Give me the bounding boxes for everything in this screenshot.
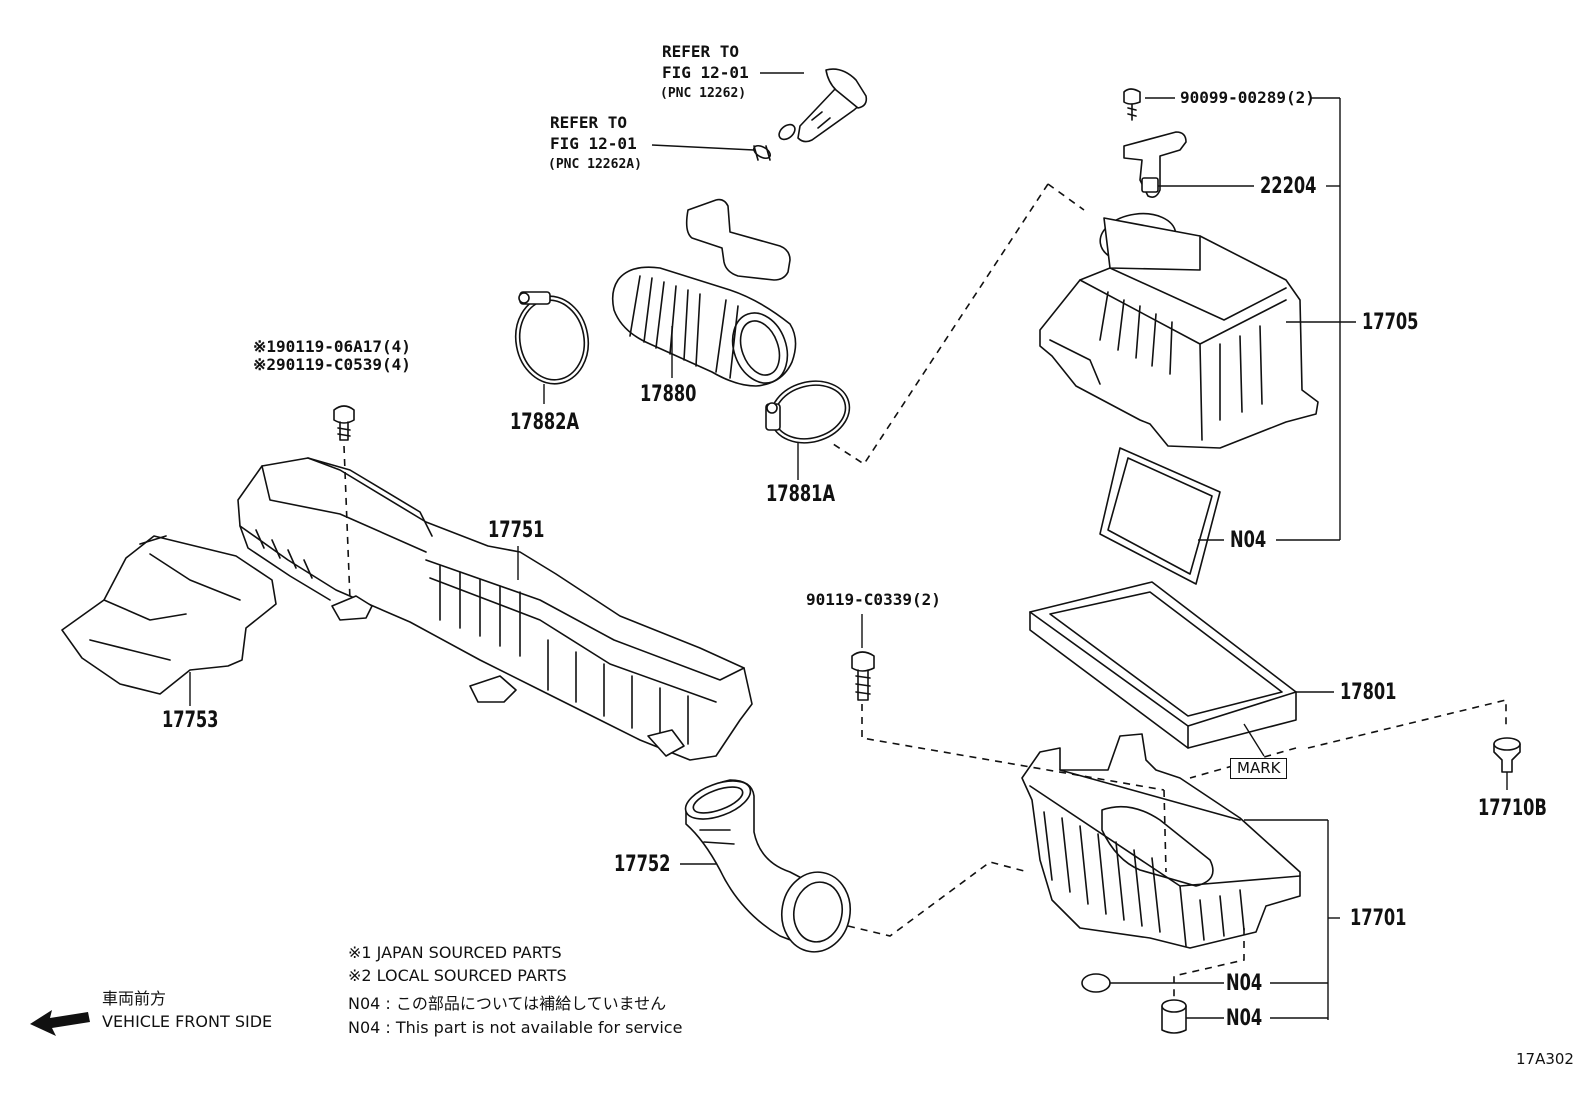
label-17881a: 17881A: [766, 482, 836, 507]
label-17801: 17801: [1340, 680, 1397, 705]
note-n04-english: N04 : This part is not available for ser…: [348, 1018, 683, 1037]
air-cleaner-cap-17705: [1039, 212, 1319, 449]
pcv-hose: [778, 68, 868, 143]
label-bolt-90099: 90099-00289(2): [1180, 88, 1315, 107]
label-pnc-2: (PNC 12262A): [548, 157, 642, 172]
label-mark: MARK: [1230, 758, 1288, 779]
leader-lines: [189, 72, 1508, 1020]
label-fig-1: FIG 12-01: [662, 63, 749, 82]
label-n04-plug: N04: [1226, 1006, 1263, 1031]
bolt-90099: [1123, 88, 1141, 121]
label-17705: 17705: [1362, 310, 1419, 335]
note-front-japanese: 車両前方: [102, 989, 167, 1008]
hose-clamp-small: [753, 144, 771, 161]
label-17701: 17701: [1350, 906, 1407, 931]
label-n04-gasket: N04: [1230, 528, 1267, 553]
label-17752: 17752: [614, 852, 671, 877]
air-hose-17752: [684, 779, 851, 953]
clamp-17882a: [514, 291, 590, 385]
clip-17710b: [1493, 737, 1521, 773]
air-cleaner-case-17701: [1021, 733, 1301, 949]
vehicle-front-arrow-icon: [30, 1010, 90, 1036]
intake-hose-17880: [611, 198, 797, 387]
note-local-sourced: ※2 LOCAL SOURCED PARTS: [348, 966, 567, 985]
note-japan-sourced: ※1 JAPAN SOURCED PARTS: [348, 943, 562, 962]
label-bolt-x2: ※290119-C0539(4): [253, 355, 411, 374]
intake-duct-17751: [237, 457, 753, 761]
bolt-90119-c0339: [851, 651, 875, 701]
label-bolt-x1: ※190119-06A17(4): [253, 337, 411, 356]
label-fig-2: FIG 12-01: [550, 134, 637, 153]
label-17710b: 17710B: [1478, 796, 1547, 821]
plug-n04: [1161, 999, 1187, 1034]
label-17751: 17751: [488, 518, 545, 543]
label-17880: 17880: [640, 382, 697, 407]
note-front-english: VEHICLE FRONT SIDE: [102, 1012, 273, 1031]
grommet-n04: [1081, 973, 1111, 993]
airflow-meter-22204: [1123, 131, 1187, 198]
bolt-90119-06a17: [333, 405, 355, 441]
clamp-17881a: [765, 380, 851, 444]
label-17882a: 17882A: [510, 410, 580, 435]
label-n04-grommet: N04: [1226, 971, 1263, 996]
air-filter-17801: [1029, 581, 1297, 749]
note-n04-japanese: N04 : この部品については補給していません: [348, 994, 667, 1013]
diagram-code: 17A302: [1516, 1050, 1574, 1068]
label-pnc-1: (PNC 12262): [660, 86, 747, 101]
gasket-n04: [1099, 447, 1221, 585]
cover-17753: [61, 535, 277, 695]
label-refer-to-1: REFER TO: [662, 42, 740, 61]
label-refer-to-2: REFER TO: [550, 113, 628, 132]
label-17753: 17753: [162, 708, 219, 733]
label-22204: 22204: [1260, 174, 1317, 199]
label-bolt-c0339: 90119-C0339(2): [806, 590, 941, 609]
